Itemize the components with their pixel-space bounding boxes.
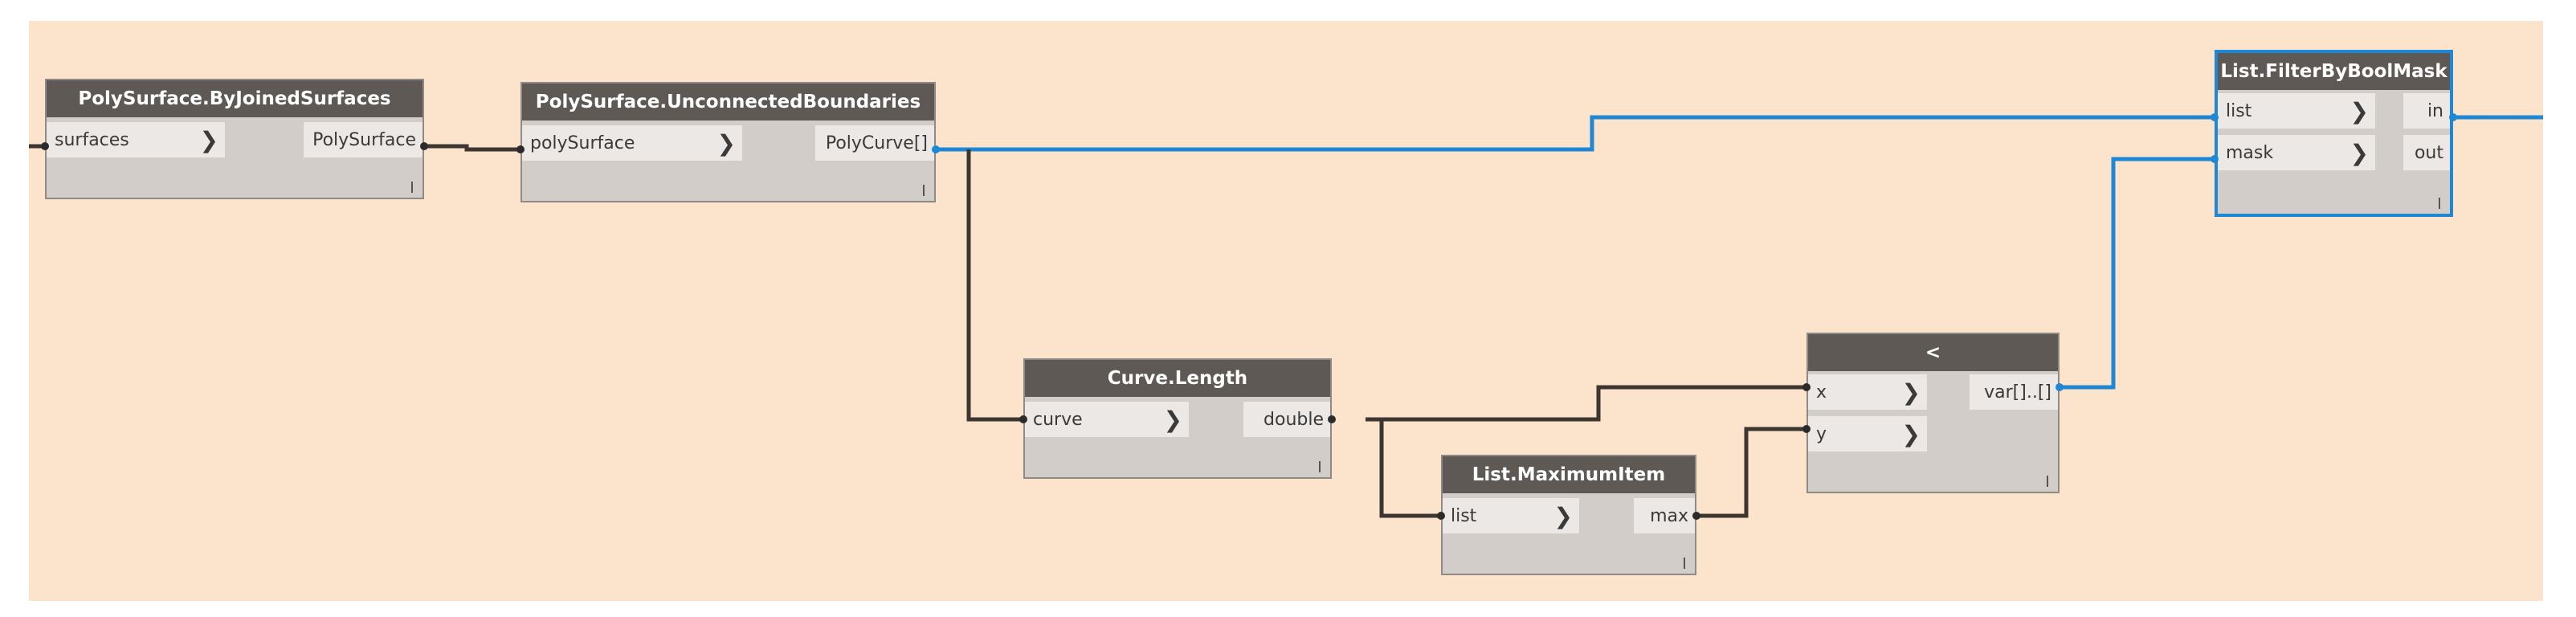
- node-curve-length[interactable]: Curve.Length curve ❯ double: [1023, 358, 1332, 479]
- node-polysurface-unconnectedboundaries[interactable]: PolySurface.UnconnectedBoundaries polySu…: [521, 82, 936, 202]
- port-connector: [1437, 512, 1445, 520]
- port-connector: [41, 142, 49, 150]
- node-title: PolySurface.ByJoinedSurfaces: [47, 80, 423, 117]
- port-label: y: [1816, 423, 1827, 444]
- output-port-polycurve[interactable]: PolyCurve[]: [815, 125, 934, 161]
- port-connector: [1019, 415, 1027, 423]
- input-port-y[interactable]: y ❯: [1808, 416, 1927, 452]
- wire-length-to-max[interactable]: [1379, 419, 1441, 518]
- input-port-list[interactable]: list ❯: [2218, 93, 2375, 129]
- lacing-icon[interactable]: [411, 182, 413, 193]
- lacing-icon[interactable]: [923, 185, 925, 196]
- chevron-right-icon: ❯: [2349, 139, 2369, 166]
- input-port-curve[interactable]: curve ❯: [1025, 402, 1189, 437]
- port-label: x: [1816, 382, 1827, 402]
- port-connector: [420, 142, 428, 150]
- output-port-double[interactable]: double: [1243, 402, 1330, 437]
- port-label: PolySurface: [312, 129, 416, 150]
- node-title: PolySurface.UnconnectedBoundaries: [522, 84, 934, 121]
- input-port-x[interactable]: x ❯: [1808, 374, 1927, 410]
- port-label: list: [1451, 505, 1477, 526]
- port-label: list: [2226, 100, 2252, 121]
- node-title: Curve.Length: [1025, 360, 1330, 397]
- port-label: in: [2427, 100, 2443, 121]
- connector-layer: [29, 115, 2543, 518]
- chevron-right-icon: ❯: [716, 129, 736, 157]
- port-label: polySurface: [530, 133, 635, 153]
- wire-length-to-x[interactable]: [1366, 385, 1806, 422]
- port-label: surfaces: [55, 129, 129, 150]
- wire-polysurface[interactable]: [424, 144, 521, 152]
- input-port-mask[interactable]: mask ❯: [2218, 135, 2375, 170]
- port-connector: [516, 145, 525, 153]
- wire-polycurve-to-filter[interactable]: [936, 115, 2215, 152]
- input-port-list[interactable]: list ❯: [1443, 498, 1579, 533]
- port-label: max: [1650, 505, 1688, 526]
- port-label: var[]..[]: [1984, 382, 2051, 402]
- port-label: mask: [2226, 142, 2274, 163]
- node-title: <: [1808, 334, 2058, 371]
- chevron-right-icon: ❯: [2349, 97, 2369, 125]
- input-port-polysurface[interactable]: polySurface ❯: [522, 125, 742, 161]
- port-label: curve: [1033, 409, 1083, 430]
- port-connector: [2211, 155, 2219, 163]
- port-connector: [1802, 383, 1811, 391]
- chevron-right-icon: ❯: [1553, 502, 1573, 529]
- node-polysurface-byjoinedsurfaces[interactable]: PolySurface.ByJoinedSurfaces surfaces ❯ …: [45, 79, 424, 199]
- output-port-var[interactable]: var[]..[]: [1970, 374, 2058, 410]
- port-connector: [1692, 512, 1700, 520]
- lacing-icon[interactable]: [2439, 198, 2440, 209]
- output-port-in[interactable]: in: [2403, 93, 2450, 129]
- port-label: PolyCurve[]: [825, 133, 928, 153]
- port-connector: [932, 145, 940, 153]
- node-list-maximumitem[interactable]: List.MaximumItem list ❯ max: [1441, 455, 1696, 575]
- port-connector: [2055, 383, 2064, 391]
- node-less-than[interactable]: < x ❯ var[]..[] y ❯: [1806, 333, 2060, 493]
- port-label: double: [1264, 409, 1324, 430]
- lacing-icon[interactable]: [1684, 558, 1685, 569]
- graph-canvas[interactable]: PolySurface.ByJoinedSurfaces surfaces ❯ …: [29, 21, 2543, 601]
- wire-lessthan-to-mask[interactable]: [2060, 157, 2215, 390]
- output-port-polysurface[interactable]: PolySurface: [304, 122, 423, 157]
- wire-max-to-y[interactable]: [1696, 427, 1806, 518]
- chevron-right-icon: ❯: [1901, 378, 1921, 406]
- chevron-right-icon: ❯: [199, 126, 218, 153]
- node-list-filterbyboolmask[interactable]: List.FilterByBoolMask list ❯ in mask ❯ o…: [2215, 50, 2453, 217]
- lacing-icon[interactable]: [2047, 476, 2048, 487]
- lacing-icon[interactable]: [1319, 461, 1321, 472]
- input-port-surfaces[interactable]: surfaces ❯: [47, 122, 225, 157]
- port-connector: [2211, 113, 2219, 121]
- port-connector: [1802, 425, 1811, 433]
- port-connector: [1328, 415, 1336, 423]
- output-port-max[interactable]: max: [1634, 498, 1695, 533]
- output-port-out[interactable]: out: [2403, 135, 2450, 170]
- node-title: List.MaximumItem: [1443, 456, 1695, 493]
- wire-polycurve-to-length[interactable]: [966, 149, 1023, 422]
- node-title: List.FilterByBoolMask: [2218, 53, 2450, 90]
- chevron-right-icon: ❯: [1163, 406, 1182, 433]
- port-label: out: [2414, 142, 2443, 163]
- chevron-right-icon: ❯: [1901, 420, 1921, 447]
- port-connector: [2449, 113, 2457, 121]
